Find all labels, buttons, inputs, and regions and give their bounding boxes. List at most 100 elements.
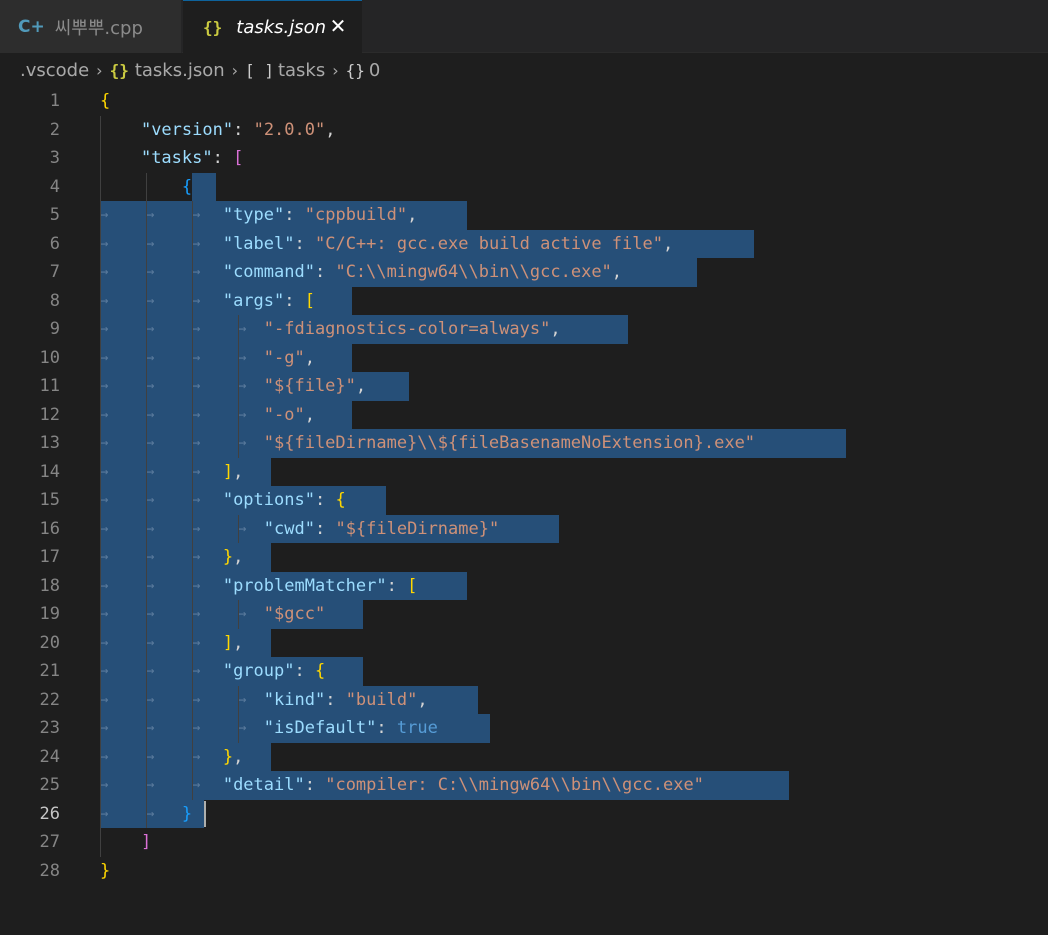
line-number: 13: [39, 433, 60, 453]
whitespace-tab-marker: →: [238, 406, 247, 423]
chevron-right-icon: ›: [332, 61, 339, 80]
indent-guide: [192, 343, 193, 372]
code-text: {: [181, 176, 193, 197]
code-line[interactable]: 28}: [0, 857, 1048, 886]
selection-highlight: [100, 714, 490, 743]
code-line[interactable]: →→→18 "problemMatcher": [: [0, 571, 1048, 600]
indent-guide: [100, 486, 101, 515]
whitespace-tab-marker: →: [100, 321, 109, 337]
code-line[interactable]: →→→→22 "kind": "build",: [0, 685, 1048, 714]
indent-guide: [100, 172, 101, 201]
code-text: ],: [222, 632, 244, 653]
indent-guide: [146, 571, 147, 600]
whitespace-tab-marker: →: [146, 748, 155, 765]
indent-guide: [100, 742, 101, 771]
indent-guide: [100, 657, 101, 686]
indent-guide: [238, 429, 239, 458]
selection-highlight: [100, 201, 467, 230]
code-line[interactable]: →→→→12 "-o",: [0, 400, 1048, 429]
array-icon: [ ]: [245, 61, 274, 80]
code-line[interactable]: →→→→16 "cwd": "${fileDirname}": [0, 514, 1048, 543]
code-text: "-o",: [263, 404, 315, 425]
indent-guide: [100, 685, 101, 714]
whitespace-tab-marker: →: [192, 549, 201, 565]
code-editor[interactable]: 1{2 "version": "2.0.0",3 "tasks": [4 {→→…: [0, 87, 1048, 935]
code-line[interactable]: →→→14 ],: [0, 457, 1048, 486]
code-line[interactable]: →→→→19 "$gcc": [0, 600, 1048, 629]
code-line[interactable]: →→→→23 "isDefault": true: [0, 714, 1048, 743]
code-line[interactable]: 27 ]: [0, 828, 1048, 857]
whitespace-tab-marker: →: [192, 378, 201, 394]
whitespace-tab-marker: →: [146, 264, 155, 280]
selection-highlight: [100, 457, 271, 486]
selection-highlight: [100, 799, 204, 828]
whitespace-tab-marker: →: [238, 691, 247, 708]
indent-guide: [192, 714, 193, 743]
breadcrumb-file[interactable]: tasks.json: [134, 60, 225, 81]
code-line[interactable]: →→→→11 "${file}",: [0, 372, 1048, 401]
whitespace-tab-marker: →: [192, 292, 201, 309]
breadcrumb-object[interactable]: 0: [368, 60, 381, 81]
selection-highlight: [100, 600, 363, 629]
code-line[interactable]: →→→5 "type": "cppbuild",: [0, 201, 1048, 230]
code-line[interactable]: 3 "tasks": [: [0, 144, 1048, 173]
line-number: 18: [39, 575, 60, 596]
code-text: }: [100, 860, 111, 881]
code-line[interactable]: 1{: [0, 87, 1048, 116]
code-line[interactable]: →→→→9 "-fdiagnostics-color=always",: [0, 315, 1048, 344]
code-line[interactable]: →→→21 "group": {: [0, 657, 1048, 686]
indent-guide: [100, 543, 101, 572]
code-line[interactable]: →→→→13 "${fileDirname}\\${fileBasenameNo…: [0, 429, 1048, 458]
code-line[interactable]: →→→25 "detail": "compiler: C:\\mingw64\\…: [0, 771, 1048, 800]
code-text: "label": "C/C++: gcc.exe build active fi…: [222, 233, 674, 254]
line-number: 3: [49, 148, 60, 168]
code-line[interactable]: →→26 }: [0, 799, 1048, 828]
line-number: 27: [39, 832, 60, 852]
code-line[interactable]: →→→7 "command": "C:\\mingw64\\bin\\gcc.e…: [0, 258, 1048, 287]
code-line[interactable]: 4 {: [0, 172, 1048, 201]
selection-highlight: [100, 286, 352, 315]
code-line[interactable]: 2 "version": "2.0.0",: [0, 115, 1048, 144]
whitespace-tab-marker: →: [192, 748, 201, 765]
whitespace-tab-marker: →: [146, 691, 155, 708]
selection-highlight: [100, 486, 386, 515]
code-line[interactable]: →→→8 "args": [: [0, 286, 1048, 315]
selection-highlight: [100, 771, 789, 800]
tab-cpp-file[interactable]: C+ 씨뿌뿌.cpp: [0, 0, 182, 53]
selection-highlight: [100, 400, 352, 429]
tab-tasks-json[interactable]: {} tasks.json ✕: [183, 0, 362, 53]
indent-guide: [192, 771, 193, 800]
whitespace-tab-marker: →: [146, 549, 155, 565]
indent-guide: [146, 172, 147, 201]
code-line[interactable]: →→→20 ],: [0, 628, 1048, 657]
breadcrumb-folder[interactable]: .vscode: [20, 60, 90, 81]
line-number: 28: [39, 860, 60, 881]
code-line[interactable]: →→→15 "options": {: [0, 486, 1048, 515]
whitespace-tab-marker: →: [192, 777, 201, 793]
indent-guide: [192, 201, 193, 230]
indent-guide: [100, 628, 101, 657]
indent-guide: [100, 115, 101, 144]
indent-guide: [192, 514, 193, 543]
whitespace-tab-marker: →: [192, 435, 201, 451]
indent-guide: [146, 685, 147, 714]
code-line[interactable]: →→→17 },: [0, 543, 1048, 572]
close-icon[interactable]: ✕: [329, 14, 347, 38]
breadcrumb-array[interactable]: tasks: [277, 60, 326, 81]
indent-guide: [146, 286, 147, 315]
line-number: 21: [39, 661, 60, 681]
line-number: 20: [39, 632, 60, 653]
code-text: ],: [222, 461, 244, 482]
indent-guide: [100, 372, 101, 401]
code-text: "kind": "build",: [263, 689, 428, 710]
code-line[interactable]: →→→6 "label": "C/C++: gcc.exe build acti…: [0, 229, 1048, 258]
code-text: "group": {: [222, 661, 326, 681]
selection-highlight: [100, 742, 271, 771]
code-line[interactable]: →→→→10 "-g",: [0, 343, 1048, 372]
code-line[interactable]: →→→24 },: [0, 742, 1048, 771]
whitespace-tab-marker: →: [238, 378, 247, 394]
whitespace-tab-marker: →: [100, 663, 109, 679]
code-text: },: [222, 547, 244, 567]
whitespace-tab-marker: →: [192, 406, 201, 423]
whitespace-tab-marker: →: [146, 406, 155, 423]
